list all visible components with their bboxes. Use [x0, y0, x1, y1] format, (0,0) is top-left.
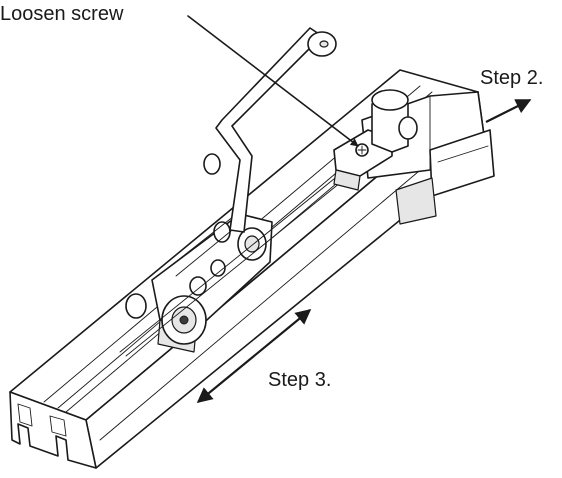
- screw-clamp: [333, 89, 418, 191]
- loosen-screw-label: Loosen screw: [0, 3, 124, 25]
- arm-bracket: [203, 27, 337, 233]
- slider-carriage: [119, 165, 357, 357]
- loosen-screw-leader: [187, 15, 359, 147]
- rail-end-profile: [9, 391, 97, 469]
- step2-label: Step 2.: [480, 67, 543, 89]
- step3-double-arrow: [196, 309, 312, 403]
- step3-label: Step 3.: [268, 369, 331, 391]
- step2-arrow: [485, 99, 532, 123]
